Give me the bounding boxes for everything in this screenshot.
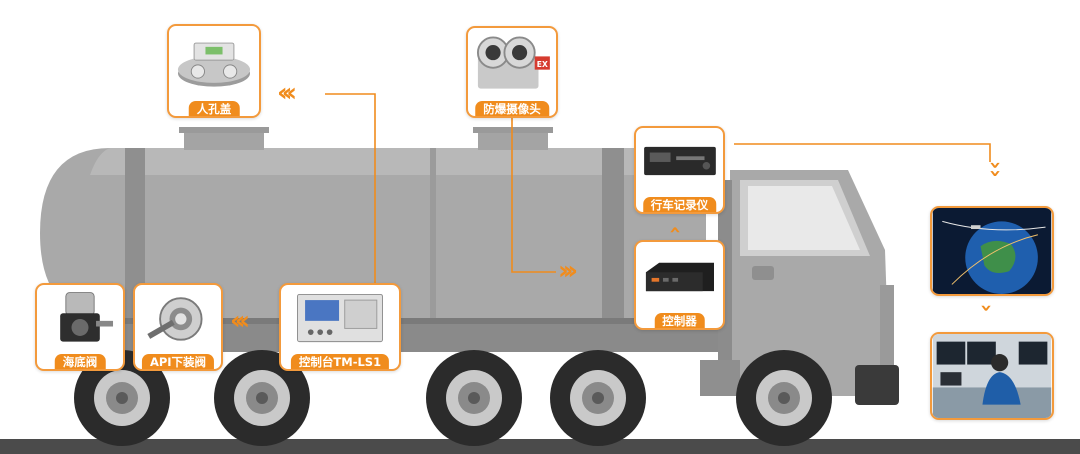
wheels — [74, 350, 832, 446]
api-valve-icon — [147, 297, 203, 341]
card-ex-camera: EX 防爆摄像头 — [466, 26, 558, 118]
card-subsea-valve: 海底阀 — [35, 283, 125, 371]
card-satellite — [930, 206, 1054, 296]
card-console: 控制台TM-LS1 — [279, 283, 401, 371]
driving-recorder-label: 行车记录仪 — [642, 197, 717, 212]
satellite-globe-icon — [932, 208, 1052, 294]
manhole-cover-icon — [177, 42, 251, 87]
card-monitoring-center — [930, 332, 1054, 420]
ex-camera-label: 防爆摄像头 — [475, 101, 549, 116]
tank-body — [40, 127, 706, 318]
truck-cab — [700, 170, 899, 405]
connector-lines — [325, 93, 991, 286]
console-label: 控制台TM-LS1 — [290, 354, 390, 369]
controller-icon — [645, 262, 714, 292]
card-api-valve: API下装阀 — [133, 283, 223, 371]
flow-chevrons-left-bottom: ‹‹‹ — [230, 306, 250, 336]
flow-chevron-up: › — [662, 225, 687, 235]
manhole-cover-label: 人孔盖 — [188, 101, 240, 116]
flow-chevrons-down-1: ›› — [984, 161, 1008, 178]
flow-chevrons-right: ››› — [558, 256, 578, 286]
ex-badge: EX — [537, 60, 548, 69]
card-manhole-cover: 人孔盖 — [167, 24, 261, 118]
api-valve-label: API下装阀 — [141, 354, 215, 369]
driving-recorder-icon — [644, 146, 716, 176]
subsea-valve-icon — [60, 292, 114, 342]
explosion-proof-camera-icon: EX — [476, 36, 550, 89]
controller-label: 控制器 — [654, 313, 705, 328]
flow-chevron-down-2: › — [975, 303, 1000, 313]
subsea-valve-label: 海底阀 — [54, 354, 106, 369]
monitoring-center-icon — [932, 334, 1052, 418]
card-controller: 控制器 — [634, 240, 725, 330]
flow-chevrons-left-top: ‹‹‹ — [277, 78, 297, 108]
road — [0, 439, 1080, 454]
card-driving-recorder: 行车记录仪 — [634, 126, 725, 214]
console-icon — [297, 293, 383, 343]
